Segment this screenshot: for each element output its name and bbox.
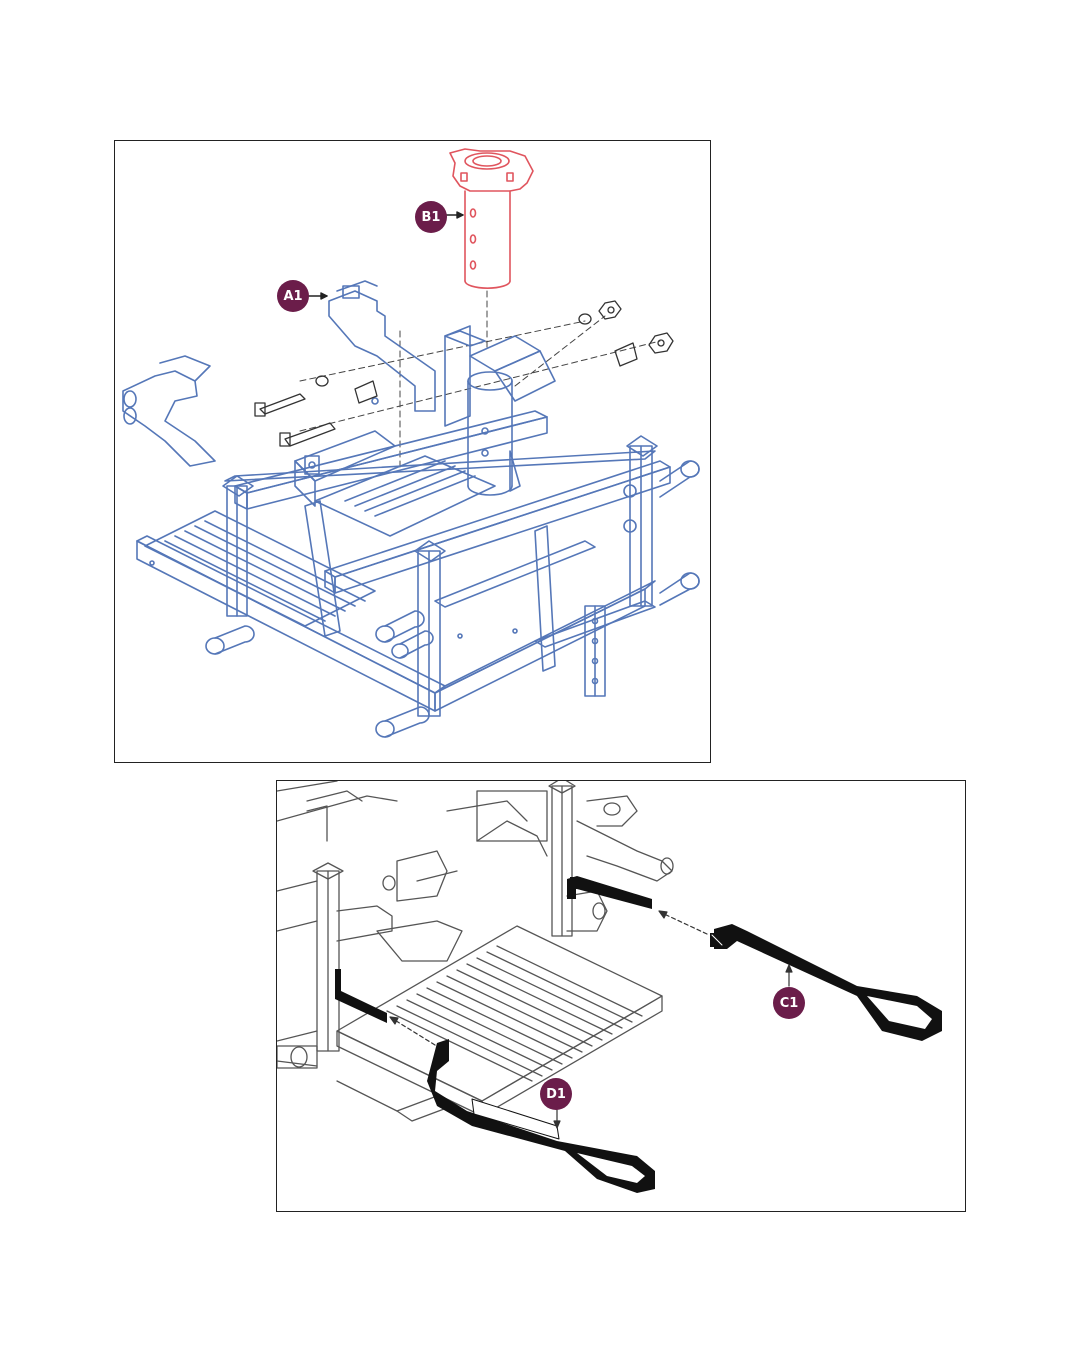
strap-c1 — [567, 876, 942, 1041]
hardware — [254, 300, 674, 447]
seat-mount — [122, 280, 556, 507]
callout-a1: A1 — [277, 280, 309, 312]
callout-d1: D1 — [540, 1078, 572, 1110]
base-frame — [136, 410, 700, 738]
frame-assembly-panel: B1 A1 — [114, 140, 711, 763]
strap-d1 — [335, 969, 655, 1193]
frame-drawing — [122, 148, 700, 738]
strap-drawing — [277, 781, 942, 1193]
insertion-arrows — [389, 910, 793, 1129]
callout-c1: C1 — [773, 987, 805, 1019]
assembly-guide-lines — [299, 290, 661, 472]
seat-post-tube — [449, 148, 534, 289]
frame-background — [277, 781, 674, 1122]
callout-arrows — [307, 211, 464, 300]
callout-b1: B1 — [415, 201, 447, 233]
strap-installation-panel: C1 D1 — [276, 780, 966, 1212]
